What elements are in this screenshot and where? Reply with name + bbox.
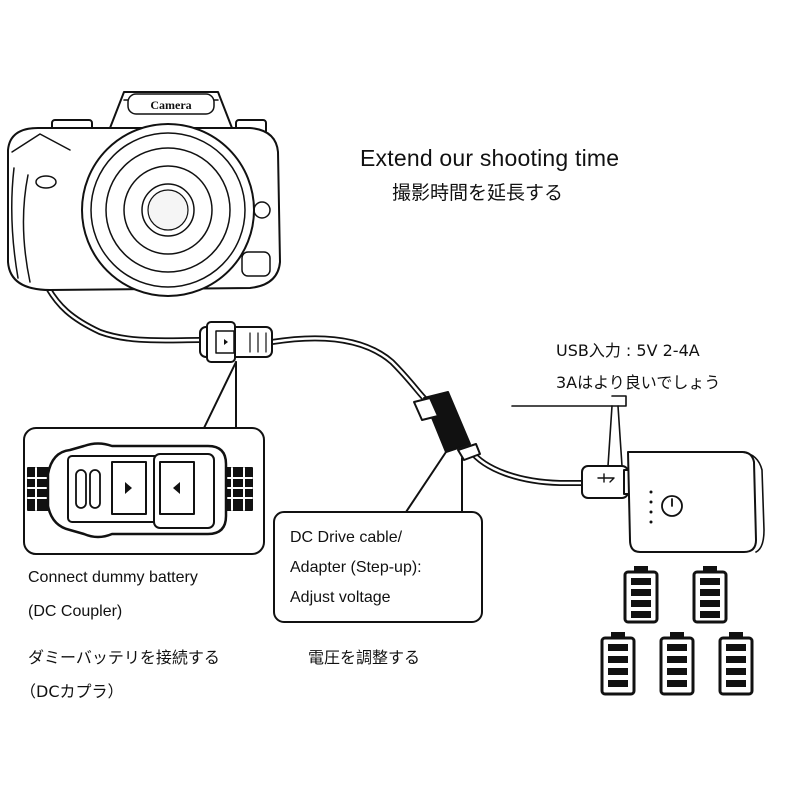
step-up-adapter-inline — [413, 391, 481, 461]
coupler-zoom-callout — [23, 361, 265, 555]
coupler-label-ja-line2: （DCカプラ） — [20, 682, 124, 701]
headline-title-en: Extend our shooting time — [360, 145, 620, 171]
dc-cable-label-line2: Adapter (Step-up): — [290, 559, 422, 576]
power-bank-illustration — [581, 451, 765, 553]
usb-input-note-line1: USB入力 : 5V 2-4A — [556, 341, 700, 360]
usb-input-note-line2: 3Aはより良いでしょう — [556, 373, 721, 392]
battery-icon — [623, 566, 659, 624]
battery-icon — [718, 632, 754, 696]
usb-input-callout — [511, 395, 627, 467]
coupler-label-en-line1: Connect dummy battery — [28, 569, 198, 586]
battery-icon — [600, 632, 636, 696]
battery-icons — [600, 566, 754, 696]
battery-icon — [659, 632, 695, 696]
battery-icon — [692, 566, 728, 624]
camera-illustration: Camera — [7, 91, 281, 297]
headline-title-ja: 撮影時間を延長する — [392, 182, 564, 204]
coupler-label-ja-line1: ダミーバッテリを接続する — [28, 648, 220, 667]
dc-cable-label-line3: Adjust voltage — [290, 589, 391, 606]
coupler-label-en-line2: (DC Coupler) — [28, 603, 123, 620]
dummy-battery-connector-inline — [199, 321, 273, 363]
dc-cable-label-ja: 電圧を調整する — [308, 648, 421, 667]
camera-badge-text: Camera — [150, 98, 191, 112]
dc-cable-label-line1: DC Drive cable/ — [290, 529, 403, 546]
dc-cable-callout — [273, 451, 483, 623]
